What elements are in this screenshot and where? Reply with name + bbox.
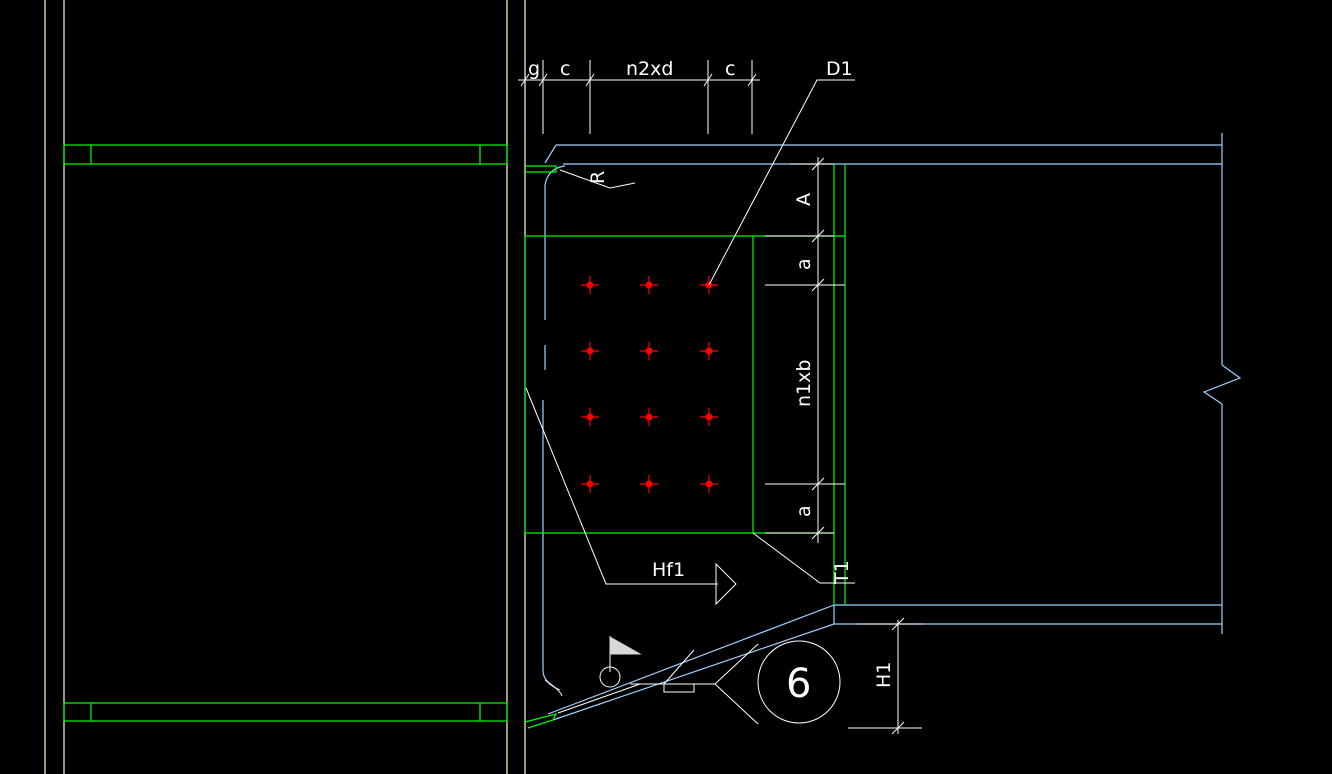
beam (542, 133, 1242, 721)
dim-right-tick-4 (811, 477, 825, 491)
weld-symbol-box (663, 684, 695, 693)
labels: g c n2xd c D1 R A a n1xb a T1 Hf1 6 H1 (528, 58, 895, 707)
bolt-hole (700, 342, 718, 360)
label-n2xd: n2xd (626, 58, 673, 80)
label-hf1: Hf1 (652, 559, 685, 581)
dim-top-tick-5 (747, 73, 757, 87)
bolt-hole (640, 276, 658, 294)
label-t1: T1 (831, 560, 853, 585)
dim-right-tick-3 (811, 278, 825, 292)
bolt-hole (581, 342, 599, 360)
radius-leader (559, 169, 636, 189)
bolt-hole (581, 408, 599, 426)
dim-right-tick-1 (811, 157, 825, 171)
stiffener-top (63, 144, 508, 165)
column-stiffeners (63, 144, 508, 722)
weld-all-around-circle (599, 666, 621, 688)
beam-web-lower-line (542, 400, 561, 691)
weld-tail-lines (714, 643, 759, 725)
cope-arc-top (544, 165, 566, 186)
t1-leader (752, 532, 855, 584)
label-weld-size: 6 (786, 661, 811, 707)
weld-arrow-leader (663, 649, 695, 685)
weld-size-circle (757, 640, 841, 724)
label-dim-a-bottom: a (793, 505, 815, 517)
bolt-hole (700, 408, 718, 426)
haunch-flange-top (547, 604, 835, 715)
dim-top-tick-2 (538, 73, 548, 87)
weld-bottom-arc (544, 679, 563, 697)
bolt-hole (581, 276, 599, 294)
beam-top-chamfer (544, 144, 557, 164)
label-c-right: c (725, 58, 735, 80)
h1-tick-top (891, 617, 905, 631)
bottom-connection-plate (524, 713, 558, 729)
dim-top-tick-4 (703, 73, 713, 87)
bolt-hole (640, 342, 658, 360)
dim-right-tick-5 (811, 526, 825, 540)
weld-flag-icon (609, 636, 642, 655)
dim-top-tick-3 (585, 73, 595, 87)
h1-tick-bottom (891, 721, 905, 735)
label-h1: H1 (873, 662, 895, 688)
beam-break-symbol (1202, 364, 1242, 405)
bolt-hole (700, 475, 718, 493)
hf1-leader (525, 387, 718, 585)
d1-leader (708, 79, 855, 286)
dim-top-tick-1 (520, 73, 530, 87)
dimensions (518, 60, 922, 735)
label-dim-A: A (793, 193, 815, 206)
bolt-hole (581, 475, 599, 493)
bolt-hole (640, 475, 658, 493)
splice-plate (524, 235, 754, 534)
hf1-arrowhead (715, 562, 737, 606)
haunch-flange-bottom (552, 623, 835, 721)
label-g: g (528, 58, 540, 80)
label-d1: D1 (826, 58, 853, 80)
label-radius: R (587, 171, 609, 184)
stiffener-bottom (63, 702, 508, 722)
column (44, 0, 526, 774)
dim-right-tick-2 (811, 229, 825, 243)
top-connection-plate (525, 165, 557, 173)
plates (524, 164, 846, 729)
label-c-left: c (560, 58, 570, 80)
bolt-hole (640, 408, 658, 426)
weld-leader-to-joint (557, 683, 641, 714)
label-dim-n1xb: n1xb (793, 360, 815, 407)
bolt-group (581, 276, 718, 493)
label-dim-a-top: a (793, 258, 815, 270)
